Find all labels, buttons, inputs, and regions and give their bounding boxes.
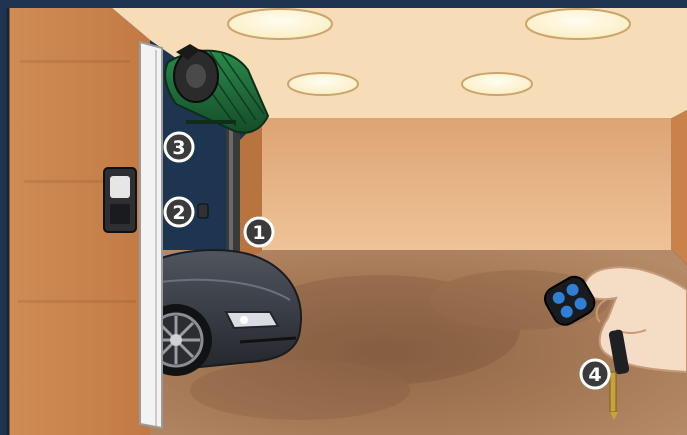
marker-4-label: 4: [588, 364, 601, 386]
motor-axle: [186, 64, 206, 88]
marker-1-label: 1: [252, 222, 265, 244]
wall-keypad-panel: [110, 176, 130, 198]
wall-keypad-box: [104, 168, 136, 232]
back-wall: [262, 118, 672, 250]
ceiling-light-3: [288, 73, 358, 95]
ceiling-light-2: [526, 9, 630, 39]
marker-2: 2: [165, 198, 193, 226]
right-wall: [672, 110, 687, 265]
key: [610, 372, 616, 412]
car: [140, 250, 301, 376]
marker-2-label: 2: [172, 202, 185, 224]
wall-keypad-lower: [110, 204, 130, 224]
marker-3: 3: [165, 133, 193, 161]
shutter-bottom-bar: [186, 120, 236, 124]
ceiling-light-1: [228, 9, 332, 39]
marker-1: 1: [245, 218, 273, 246]
car-wheel-hub: [170, 334, 182, 346]
marker-3-label: 3: [172, 137, 185, 159]
door-frame-left: [140, 42, 162, 428]
headlight-lens: [240, 316, 248, 324]
ceiling-light-4: [462, 73, 532, 95]
photocell-sensor: [198, 204, 208, 218]
marker-4: 4: [581, 360, 609, 388]
guide-rail-highlight: [229, 128, 233, 260]
car-headlight: [226, 312, 278, 328]
